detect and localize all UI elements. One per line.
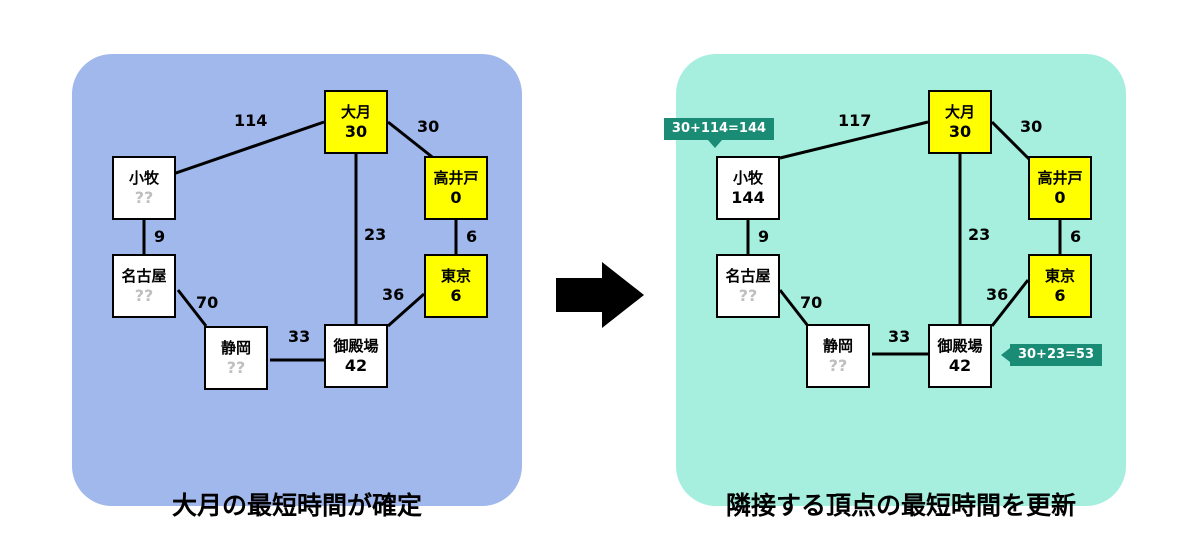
left-panel: 大月 30 小牧 ?? 高井戸 0 名古屋 ?? 東京 6 静岡 ?? 御殿場 … [72, 54, 522, 520]
node-name: 小牧 [128, 169, 159, 187]
node-name: 名古屋 [121, 267, 167, 285]
node-name: 御殿場 [333, 337, 379, 355]
node-distance: 30 [344, 122, 368, 141]
panel-caption: 大月の最短時間が確定 [171, 491, 422, 520]
node-name: 御殿場 [937, 337, 983, 355]
node-distance: 30 [948, 122, 972, 141]
node-gotemba: 御殿場 42 [928, 324, 992, 388]
node-distance: 42 [344, 356, 368, 375]
weight-takaido-tokyo: 6 [466, 227, 478, 246]
node-name: 高井戸 [1037, 169, 1083, 187]
node-otsuki: 大月 30 [928, 90, 992, 154]
node-name: 名古屋 [725, 267, 771, 285]
arrow-right-icon [556, 262, 644, 328]
weight-otsuki-takaido: 30 [417, 117, 440, 136]
node-distance: 0 [1054, 188, 1066, 207]
node-distance: ?? [134, 286, 154, 305]
edge-otsuki-takaido [990, 120, 1032, 162]
node-name: 東京 [440, 267, 471, 285]
node-distance: 42 [948, 356, 972, 375]
update-callout-komaki: 30+114=144 [664, 118, 774, 148]
weight-shizuoka-gotemba: 33 [888, 327, 911, 346]
node-name: 静岡 [822, 337, 853, 355]
weight-otsuki-komaki: 117 [838, 111, 872, 130]
node-tokyo: 東京 6 [424, 254, 488, 318]
node-komaki: 小牧 144 [716, 156, 780, 220]
node-name: 東京 [1044, 267, 1075, 285]
edge-otsuki-takaido [387, 120, 437, 162]
node-name: 静岡 [220, 339, 251, 357]
edge-nagoya-shizuoka [176, 289, 208, 327]
right-panel: 大月 30 小牧 144 高井戸 0 名古屋 ?? 東京 6 静岡 ?? 御殿場… [664, 54, 1126, 520]
weight-tokyo-gotemba: 36 [986, 285, 1009, 304]
panel-caption: 隣接する頂点の最短時間を更新 [725, 491, 1076, 520]
node-gotemba: 御殿場 42 [324, 324, 388, 388]
node-name: 大月 [340, 103, 371, 121]
node-tokyo: 東京 6 [1028, 254, 1092, 318]
node-nagoya: 名古屋 ?? [112, 254, 176, 318]
node-shizuoka: 静岡 ?? [204, 326, 268, 390]
edge-nagoya-shizuoka [778, 289, 810, 327]
weight-otsuki-takaido: 30 [1020, 117, 1043, 136]
node-distance: ?? [134, 188, 154, 207]
node-takaido: 高井戸 0 [1028, 156, 1092, 220]
weight-otsuki-gotemba: 23 [364, 225, 387, 244]
edge-otsuki-komaki [779, 120, 929, 160]
node-distance: ?? [738, 286, 758, 305]
weight-komaki-nagoya: 9 [154, 227, 166, 246]
node-distance: ?? [226, 358, 246, 377]
weight-takaido-tokyo: 6 [1070, 227, 1082, 246]
weight-shizuoka-gotemba: 33 [288, 327, 311, 346]
node-distance: 144 [731, 188, 765, 207]
node-shizuoka: 静岡 ?? [806, 324, 870, 388]
update-callout-gotemba: 30+23=53 [1001, 344, 1102, 366]
node-distance: 6 [450, 286, 462, 305]
node-name: 高井戸 [433, 169, 479, 187]
node-name: 小牧 [732, 169, 763, 187]
node-otsuki: 大月 30 [324, 90, 388, 154]
weight-nagoya-shizuoka: 70 [196, 293, 219, 312]
node-nagoya: 名古屋 ?? [716, 254, 780, 318]
weight-tokyo-gotemba: 36 [382, 285, 405, 304]
node-name: 大月 [944, 103, 975, 121]
edge-tokyo-gotemba [387, 292, 425, 328]
weight-otsuki-komaki: 114 [234, 111, 268, 130]
node-distance: 0 [450, 188, 462, 207]
weight-otsuki-gotemba: 23 [968, 225, 991, 244]
node-distance: 6 [1054, 286, 1066, 305]
graph-edges [746, 120, 1062, 356]
weight-komaki-nagoya: 9 [758, 227, 770, 246]
node-komaki: 小牧 ?? [112, 156, 176, 220]
node-takaido: 高井戸 0 [424, 156, 488, 220]
node-distance: ?? [828, 356, 848, 375]
edge-tokyo-gotemba [990, 279, 1030, 327]
weight-nagoya-shizuoka: 70 [800, 293, 823, 312]
